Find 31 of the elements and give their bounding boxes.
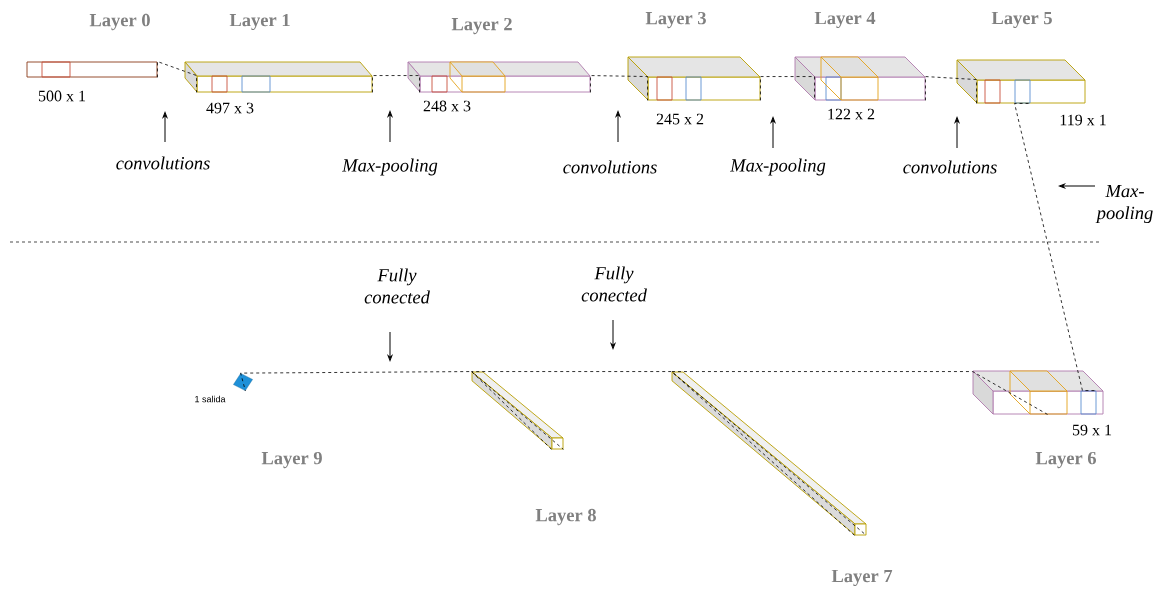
output-label: 1 salida	[195, 395, 226, 403]
operation-label: Fully conected	[581, 266, 647, 302]
dimension-label: 497 x 3	[206, 102, 254, 114]
layer-title: Layer 5	[991, 11, 1052, 29]
layer-title: Layer 9	[261, 451, 322, 469]
projection-line	[157, 61, 197, 93]
dimension-label: 500 x 1	[38, 90, 86, 102]
dimension-label: 119 x 1	[1060, 114, 1106, 126]
dimension-label: 59 x 1	[1072, 424, 1112, 436]
projection-line	[925, 76, 977, 104]
projection-line	[590, 75, 648, 101]
operation-label: convolutions	[116, 156, 210, 170]
projection-line	[372, 75, 420, 93]
layer-title: Layer 4	[814, 11, 876, 29]
layer-title: Layer 6	[1035, 451, 1097, 469]
layer-title: Layer 7	[831, 569, 893, 587]
layer-title: Layer 2	[451, 17, 512, 35]
layer-title: Layer 8	[535, 508, 596, 526]
dimension-label: 248 x 3	[423, 100, 471, 112]
operation-label: Max-pooling	[342, 158, 438, 176]
dimension-label: 122 x 2	[828, 108, 875, 120]
operation-label: convolutions	[563, 160, 657, 174]
layer-title: Layer 3	[645, 11, 706, 29]
projection-line	[760, 76, 815, 101]
layer-title: Layer 0	[89, 13, 150, 31]
operation-label: Max-pooling	[1095, 184, 1153, 224]
operation-label: Fully conected	[364, 268, 430, 304]
operation-label: convolutions	[903, 160, 997, 174]
dimension-label: 245 x 2	[656, 113, 704, 125]
operation-label: Max-pooling	[730, 158, 826, 176]
layer-title: Layer 1	[229, 13, 290, 31]
